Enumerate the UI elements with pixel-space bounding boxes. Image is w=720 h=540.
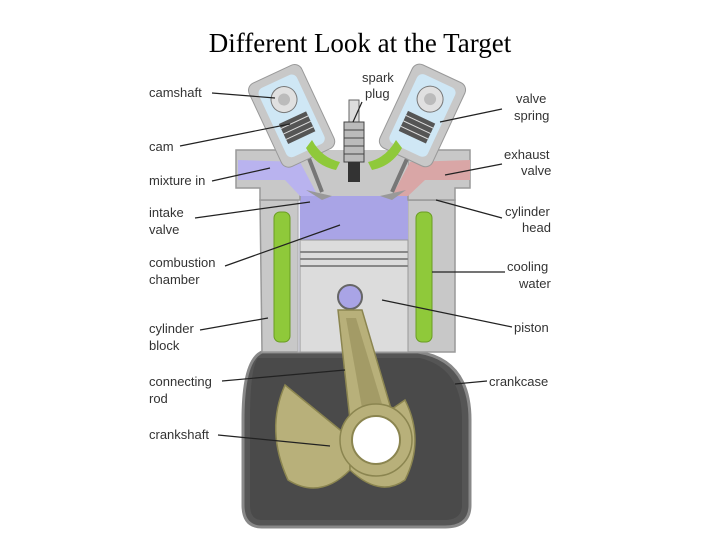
- page-title: Different Look at the Target: [208, 28, 512, 58]
- label-valve-spring-2: spring: [514, 108, 549, 123]
- intake-cam-housing: [248, 64, 336, 168]
- cam-lobe-right: [368, 140, 402, 170]
- label-piston: piston: [514, 320, 549, 335]
- label-crankshaft: crankshaft: [149, 427, 209, 442]
- cam-lobe-left: [306, 140, 340, 170]
- spark-plug: [343, 99, 365, 182]
- intake-passage: [238, 160, 318, 196]
- label-cylinder-head-2: head: [522, 220, 551, 235]
- label-cylinder-block-2: block: [149, 338, 180, 353]
- label-spark-plug-1: spark: [362, 70, 394, 85]
- label-cooling-water-1: cooling: [507, 259, 548, 274]
- exhaust-cam-housing: [378, 63, 467, 168]
- label-cylinder-head-1: cylinder: [505, 204, 550, 219]
- crank-counterweight: [274, 383, 351, 489]
- label-connecting-rod-2: rod: [149, 391, 168, 406]
- label-intake-valve-2: valve: [149, 222, 179, 237]
- label-exhaust-valve-2: valve: [521, 163, 551, 178]
- label-combustion-chamber-1: combustion: [149, 255, 215, 270]
- cooling-water-right: [415, 211, 433, 343]
- label-exhaust-valve-1: exhaust: [504, 147, 550, 162]
- label-connecting-rod-1: connecting: [149, 374, 212, 389]
- cooling-water-left: [273, 211, 291, 343]
- label-mixture-in: mixture in: [149, 173, 205, 188]
- label-valve-spring-1: valve: [516, 91, 546, 106]
- label-spark-plug-2: plug: [365, 86, 390, 101]
- label-crankcase: crankcase: [489, 374, 548, 389]
- label-combustion-chamber-2: chamber: [149, 272, 200, 287]
- label-cam: cam: [149, 139, 174, 154]
- exhaust-passage: [392, 160, 470, 196]
- label-camshaft: camshaft: [149, 85, 202, 100]
- label-cylinder-block-1: cylinder: [149, 321, 194, 336]
- label-intake-valve-1: intake: [149, 205, 184, 220]
- label-cooling-water-2: water: [518, 276, 551, 291]
